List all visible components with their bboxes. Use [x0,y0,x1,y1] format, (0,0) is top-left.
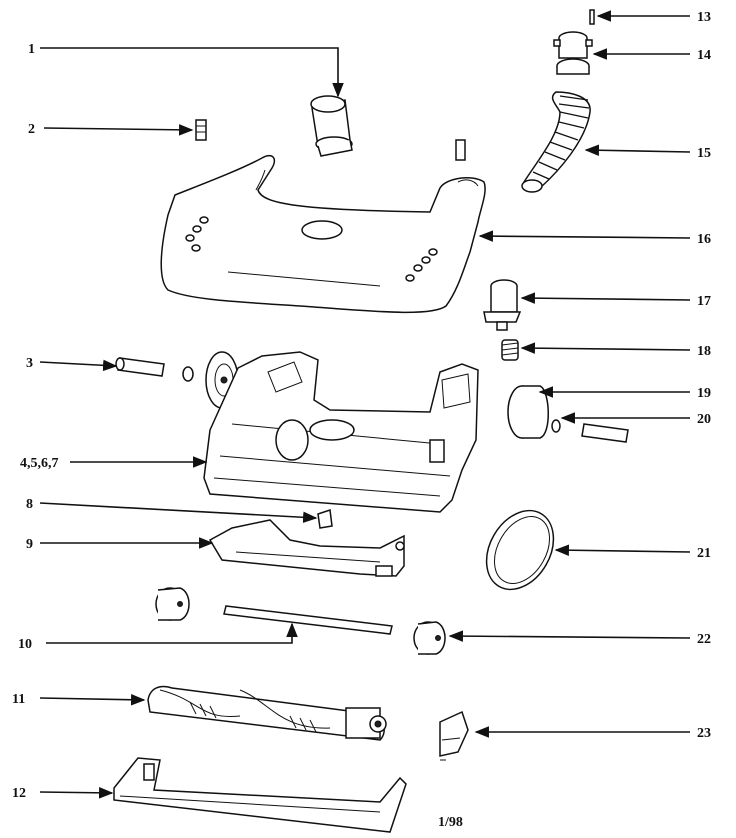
callout-2: 2 [28,122,35,137]
part-nozzle-corner [439,710,469,761]
callout-22: 22 [697,632,711,647]
callout-3: 3 [26,356,33,371]
callout-14: 14 [697,48,711,63]
part-end-cap-left [155,587,190,621]
part-washer [182,366,194,382]
part-tag [455,139,466,161]
leader-3 [39,359,118,372]
callout-1: 1 [28,42,35,57]
part-hood-cover [160,154,486,314]
leader-17 [520,292,691,304]
callout-12: 12 [12,786,26,801]
callout-19: 19 [697,386,711,401]
part-end-cap-right [413,621,446,655]
callout-4567: 4,5,6,7 [20,456,59,471]
part-shaft [223,605,393,635]
callout-21: 21 [697,546,711,561]
leader-1 [40,47,344,98]
part-connector [483,279,522,331]
callout-8: 8 [26,497,33,512]
callout-15: 15 [697,146,711,161]
leader-lines [39,10,691,799]
leader-15 [584,144,691,157]
leader-16 [478,230,691,242]
part-base-housing [203,351,479,513]
part-hose-fitting [553,31,593,75]
leader-11 [39,693,146,706]
part-hose-adapter [310,95,353,157]
leader-8 [39,502,318,524]
callout-9: 9 [26,537,33,552]
leader-21 [554,544,691,556]
callout-23: 23 [697,726,711,741]
callout-10: 10 [18,637,32,652]
part-clip [317,508,333,529]
part-bumper [113,757,407,833]
part-screw [195,119,207,141]
leader-22 [448,630,691,642]
part-flex-hose [521,91,591,193]
callout-13: 13 [697,10,711,25]
callout-11: 11 [12,692,25,707]
callout-18: 18 [697,344,711,359]
part-axle [115,357,165,377]
part-axle-right [551,419,629,443]
part-bottom-plate [208,519,405,577]
callout-labels: 1 2 3 4,5,6,7 8 9 10 11 12 13 14 15 16 1… [12,10,711,801]
diagram-footer-code: 1/98 [438,815,463,830]
part-brushroll [147,685,387,741]
part-belt [485,509,555,591]
leader-18 [520,342,691,354]
leader-10 [46,622,298,644]
leader-12 [39,787,114,799]
callout-17: 17 [697,294,711,309]
leader-2 [43,124,194,136]
callout-16: 16 [697,232,711,247]
part-wheel-right [507,385,549,439]
part-pin [589,9,595,25]
callout-20: 20 [697,412,711,427]
part-spring [501,339,519,361]
